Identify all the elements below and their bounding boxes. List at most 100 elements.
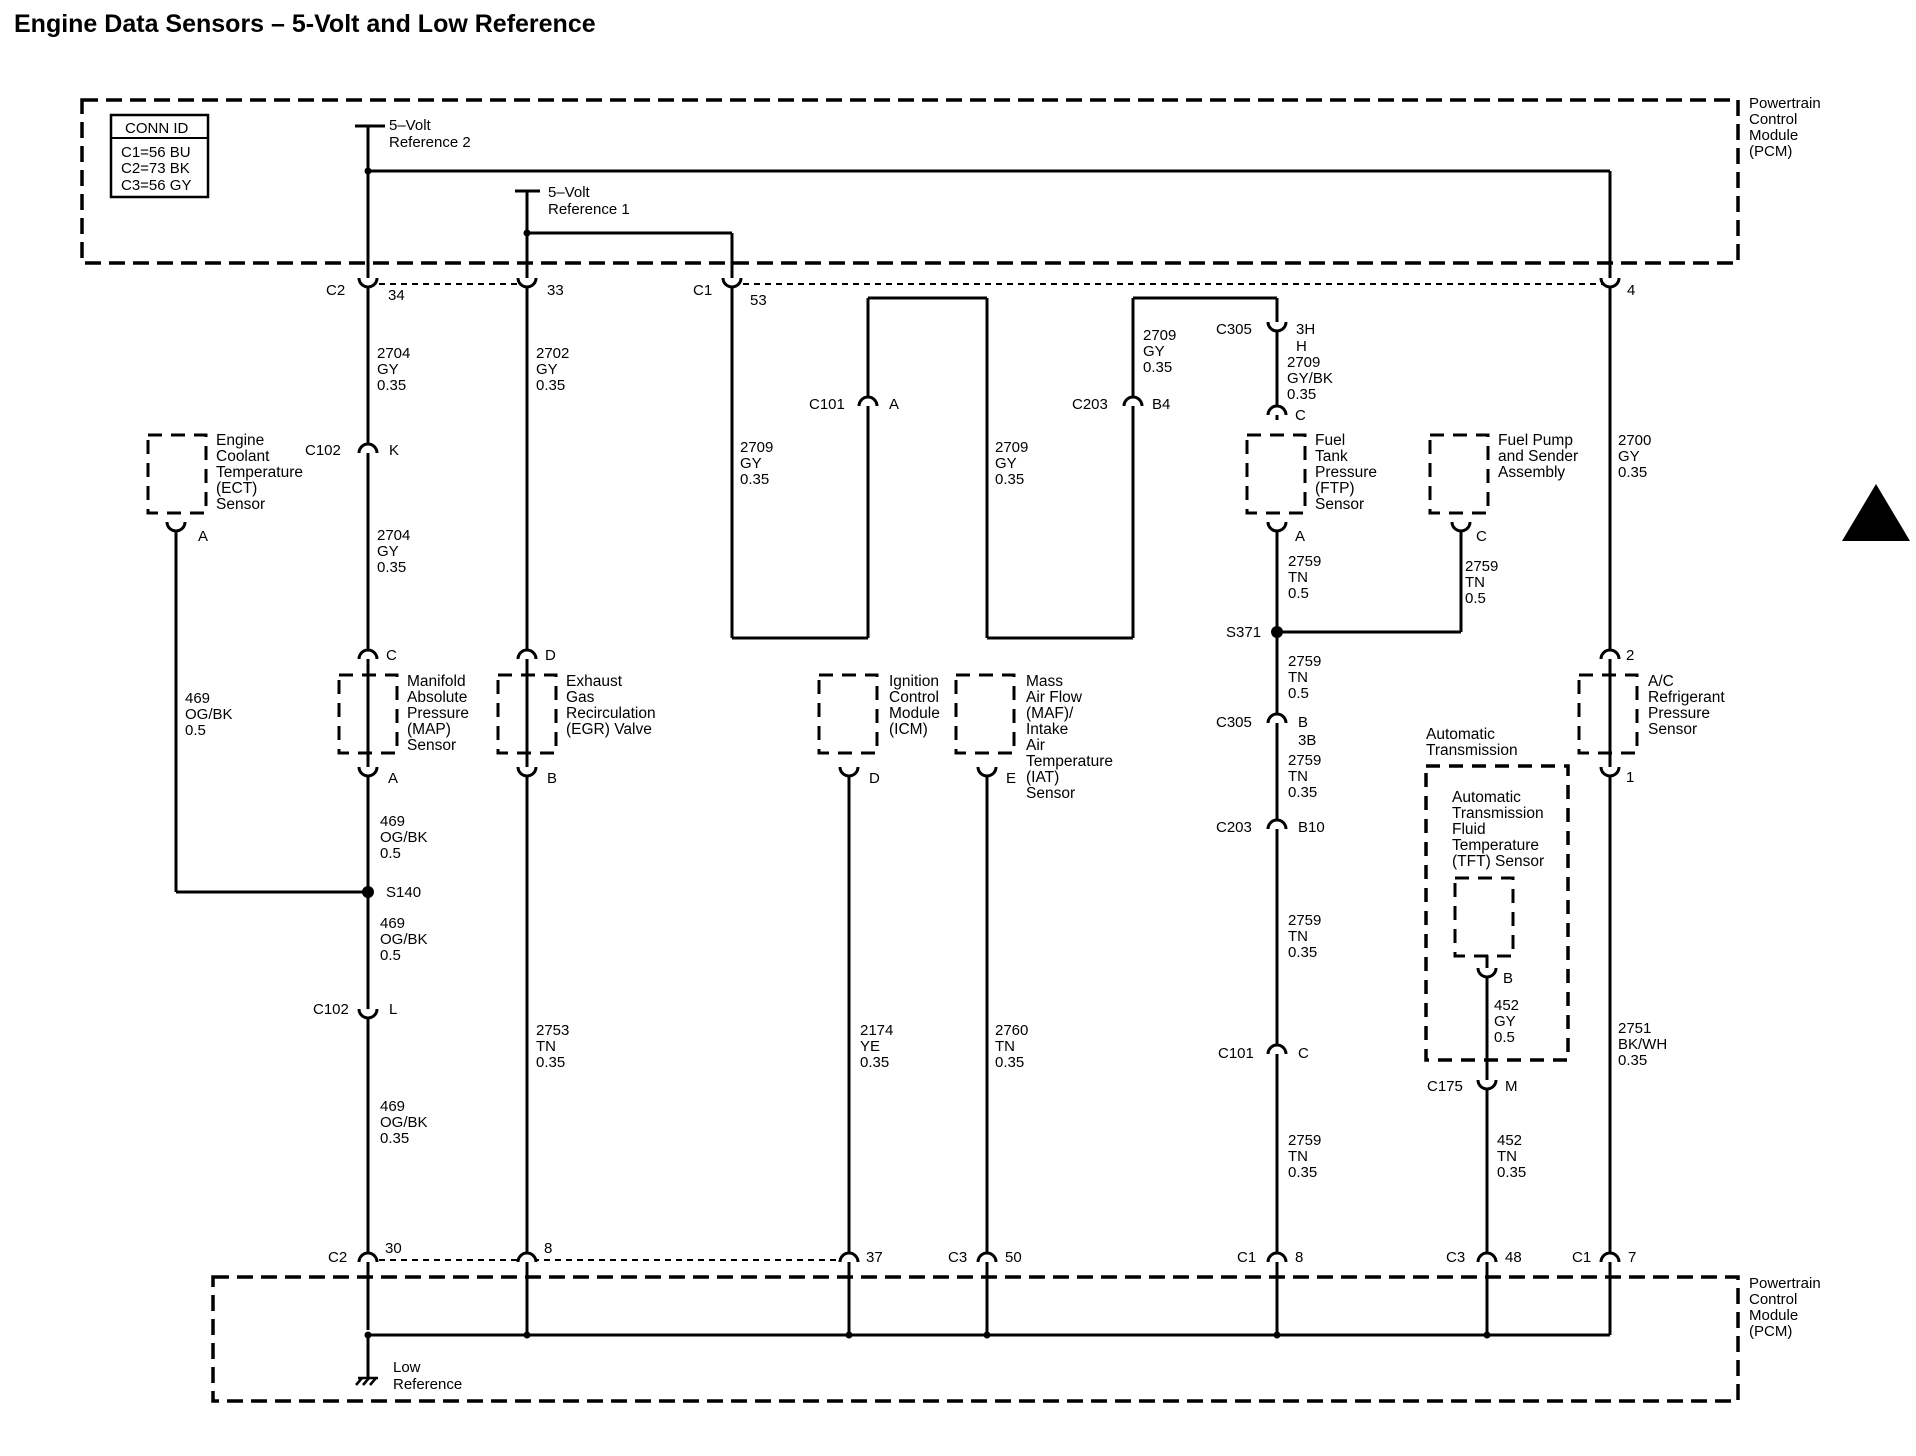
splice-s371 [1271,626,1283,638]
connector-label: B10 [1298,819,1325,836]
connector-label: B [1503,970,1513,987]
pcm-top-box [80,98,1740,265]
connector-label: 37 [866,1249,883,1266]
connector-label: B [547,770,557,787]
connector-label: C1 [693,282,712,299]
svg-text:OBD II: OBD II [1861,530,1892,541]
connector-label: A [1295,528,1305,545]
connector-label: C [1298,1045,1309,1062]
conn-id-box [109,113,210,199]
connector-label: C175 [1427,1078,1463,1095]
maf-sensor-box [954,673,1016,755]
connector-label: C203 [1072,396,1108,413]
connector-label: 7 [1628,1249,1636,1266]
connector-label: C1 [1237,1249,1256,1266]
junction-dot [364,1331,372,1339]
connector-label: 34 [388,287,405,304]
connector-label: C102 [313,1001,349,1018]
automatic-transmission-box [1424,764,1570,1062]
connector-label: D [545,647,556,664]
junction-dot [364,167,372,175]
connector-label: E [1006,770,1016,787]
connector-label: 4 [1627,282,1635,299]
conn-id-row: C1=56 BU [121,144,191,161]
junction-dot [1273,1331,1281,1339]
junction-dot [523,229,531,237]
connector-label: C2 [326,282,345,299]
connector-label: 3B [1298,732,1316,749]
conn-id-row: C2=73 BK [121,160,190,177]
connector-label: D [869,770,880,787]
component-boxes [146,433,1639,1062]
connector-label: C [386,647,397,664]
junction-dot [523,1331,531,1339]
icm-box [817,673,879,755]
connector-label: 3H [1296,321,1315,338]
connector-label: L [389,1001,397,1018]
pcm-bottom-box [211,1275,1740,1403]
connector-label: C101 [809,396,845,413]
connector-symbols [165,277,1621,1263]
connector-label: C305 [1216,714,1252,731]
connector-label: K [389,442,399,459]
connector-label: C3 [1446,1249,1465,1266]
connector-label: C [1476,528,1487,545]
connector-label: 8 [544,1240,552,1257]
conn-id-header: CONN ID [125,120,189,137]
fuel-pump-box [1428,433,1490,515]
connector-label: S140 [386,884,421,901]
connector-label: A [198,528,208,545]
connector-label: B [1298,714,1308,731]
connector-label: C1 [1572,1249,1591,1266]
junction-dot [1483,1331,1491,1339]
connector-label: 8 [1295,1249,1303,1266]
ect-sensor-box [146,433,208,515]
connector-label: C102 [305,442,341,459]
connector-label: 1 [1626,769,1634,786]
junction-dot [845,1331,853,1339]
map-sensor-box [337,673,399,755]
ground-icon [355,1376,378,1386]
ac-sensor-box [1577,673,1639,755]
connector-label: C [1295,407,1306,424]
svg-text:II: II [1866,499,1886,528]
connector-label: C2 [328,1249,347,1266]
connector-label: C305 [1216,321,1252,338]
connector-label: C3 [948,1249,967,1266]
page-title: Engine Data Sensors – 5-Volt and Low Ref… [14,10,596,38]
connector-label: A [388,770,398,787]
obd-ii-icon: II OBD II [1842,484,1910,541]
connector-label: A [889,396,899,413]
egr-valve-box [496,673,558,755]
connector-label: 2 [1626,647,1634,664]
connector-label: 48 [1505,1249,1522,1266]
